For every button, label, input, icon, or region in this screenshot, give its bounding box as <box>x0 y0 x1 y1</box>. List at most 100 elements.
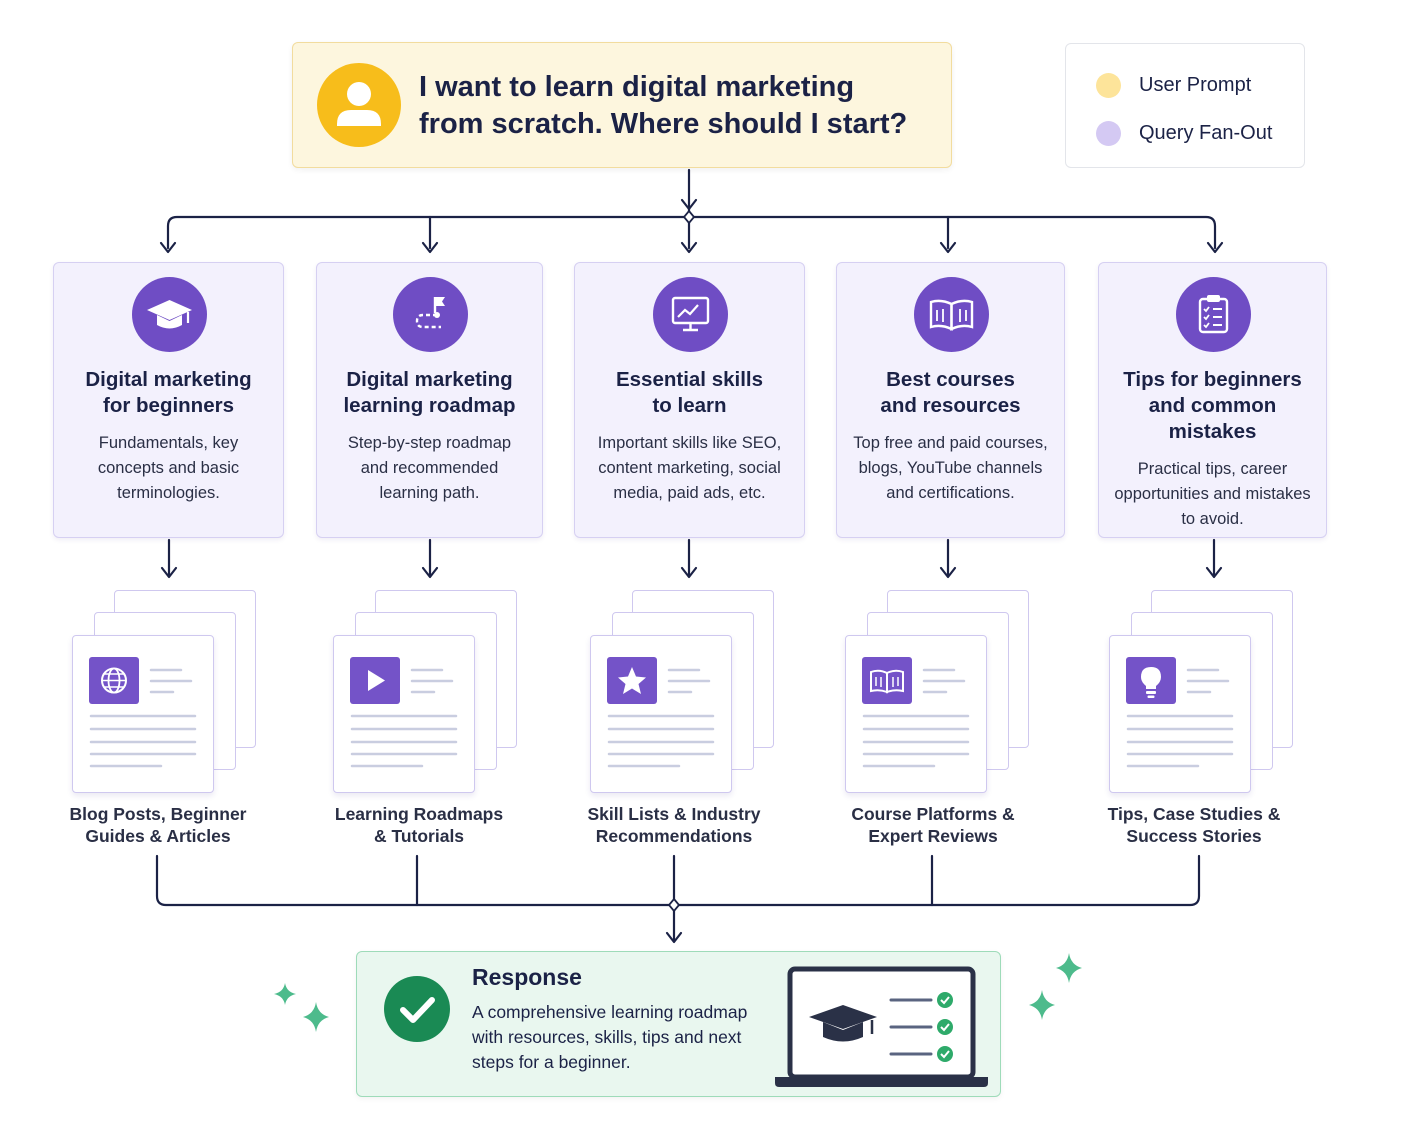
card-title-line: Tips for beginners <box>1123 368 1302 391</box>
doc-text-lines <box>350 668 458 768</box>
doc-sheet-front <box>845 635 987 793</box>
doc-sheet-front <box>72 635 214 793</box>
graduation-cap-icon <box>131 277 207 352</box>
source-label-line: Course Platforms & <box>851 804 1015 824</box>
fanout-card-tips: Tips for beginners and common mistakes P… <box>1098 262 1327 538</box>
fanout-card-roadmap: Digital marketing learning roadmap Step-… <box>316 262 543 538</box>
card-desc-line: Fundamentals, key <box>98 434 239 452</box>
sparkle-icon <box>274 983 329 1032</box>
source-docs-articles <box>72 590 257 795</box>
doc-sheet-front <box>333 635 475 793</box>
response-desc-line: steps for a beginner. <box>472 1052 631 1072</box>
doc-sheet-front <box>1109 635 1251 793</box>
card-description: Step-by-step roadmap and recommended lea… <box>327 431 532 506</box>
legend-item-query-fan-out: Query Fan-Out <box>1096 118 1272 148</box>
source-label-line: Skill Lists & Industry <box>587 804 761 824</box>
card-title: Digital marketing for beginners <box>62 367 275 419</box>
card-title-line: to learn <box>652 394 727 417</box>
doc-text-lines <box>607 668 715 768</box>
card-desc-line: Practical tips, career <box>1137 460 1288 478</box>
fanout-card-skills: Essential skills to learn Important skil… <box>574 262 805 538</box>
laptop-checklist-icon <box>775 966 988 1087</box>
doc-text-lines <box>862 668 970 768</box>
legend-swatch-purple <box>1096 120 1121 146</box>
user-prompt-box: I want to learn digital marketing from s… <box>292 42 952 168</box>
card-description: Fundamentals, key concepts and basic ter… <box>64 431 273 506</box>
legend-swatch-yellow <box>1096 72 1121 98</box>
card-title-line: and resources <box>880 394 1021 417</box>
source-label-line: Recommendations <box>595 826 753 846</box>
card-title-line: Digital marketing <box>346 368 513 391</box>
source-label-line: Learning Roadmaps <box>334 804 504 824</box>
card-title-line: mistakes <box>1168 420 1257 443</box>
response-title: Response <box>472 964 582 990</box>
response-description: A comprehensive learning roadmap with re… <box>472 1000 782 1075</box>
card-title: Essential skills to learn <box>583 367 796 419</box>
card-description: Important skills like SEO, content marke… <box>585 431 794 506</box>
globe-icon <box>89 657 139 704</box>
response-desc-line: with resources, skills, tips and next <box>472 1027 742 1047</box>
source-label-line: Success Stories <box>1126 826 1262 846</box>
card-title-line: Digital marketing <box>85 368 252 391</box>
source-docs-tutorials <box>333 590 518 795</box>
source-label-line: & Tutorials <box>373 826 465 846</box>
card-title: Digital marketing learning roadmap <box>325 367 534 419</box>
card-desc-line: and certifications. <box>886 484 1015 502</box>
legend-label: Query Fan-Out <box>1139 121 1273 144</box>
card-title-line: for beginners <box>103 394 234 417</box>
source-label: Learning Roadmaps & Tutorials <box>289 803 549 847</box>
source-docs-case-studies <box>1109 590 1294 795</box>
star-icon <box>607 657 657 704</box>
doc-text-lines <box>1126 668 1234 768</box>
card-desc-line: to avoid. <box>1181 510 1244 528</box>
response-box: Response A comprehensive learning roadma… <box>356 951 1001 1097</box>
open-book-icon <box>913 277 989 352</box>
lightbulb-icon <box>1126 657 1176 704</box>
user-avatar-icon <box>317 63 401 147</box>
doc-text-lines <box>89 668 197 768</box>
doc-sheet-front <box>590 635 732 793</box>
source-label-line: Expert Reviews <box>868 826 998 846</box>
clipboard-checklist-icon <box>1175 277 1251 352</box>
card-description: Top free and paid courses, blogs, YouTub… <box>847 431 1054 506</box>
source-label: Skill Lists & Industry Recommendations <box>544 803 804 847</box>
card-desc-line: blogs, YouTube channels <box>858 459 1043 477</box>
prompt-line: from scratch. Where should I start? <box>419 108 908 140</box>
sparkle-icon <box>1029 953 1082 1020</box>
card-desc-line: content marketing, social <box>598 459 781 477</box>
checkmark-icon <box>384 976 450 1042</box>
source-label: Course Platforms & Expert Reviews <box>803 803 1063 847</box>
card-title: Best courses and resources <box>845 367 1056 419</box>
book-icon <box>862 657 912 704</box>
card-desc-line: and recommended <box>360 459 499 477</box>
source-label: Tips, Case Studies & Success Stories <box>1064 803 1324 847</box>
source-docs-recommendations <box>590 590 775 795</box>
response-desc-line: A comprehensive learning roadmap <box>472 1002 748 1022</box>
card-desc-line: terminologies. <box>117 484 220 502</box>
source-label: Blog Posts, Beginner Guides & Articles <box>28 803 288 847</box>
legend-item-user-prompt: User Prompt <box>1096 70 1251 100</box>
monitor-chart-icon <box>652 277 728 352</box>
source-docs-reviews <box>845 590 1030 795</box>
card-desc-line: media, paid ads, etc. <box>613 484 766 502</box>
play-icon <box>350 657 400 704</box>
card-desc-line: Top free and paid courses, <box>853 434 1048 452</box>
card-desc-line: Step-by-step roadmap <box>347 434 512 452</box>
user-prompt-text: I want to learn digital marketing from s… <box>419 69 939 143</box>
source-label-line: Blog Posts, Beginner <box>69 804 247 824</box>
card-description: Practical tips, career opportunities and… <box>1109 457 1316 532</box>
fanout-card-courses: Best courses and resources Top free and … <box>836 262 1065 538</box>
source-label-line: Guides & Articles <box>85 826 231 846</box>
card-title: Tips for beginners and common mistakes <box>1107 367 1318 445</box>
card-title-line: Essential skills <box>615 368 763 391</box>
card-desc-line: concepts and basic <box>97 459 240 477</box>
prompt-line: I want to learn digital marketing <box>419 71 855 103</box>
flag-path-icon <box>392 277 468 352</box>
card-title-line: Best courses <box>886 368 1015 391</box>
card-desc-line: opportunities and mistakes <box>1114 485 1311 503</box>
fanout-card-beginners: Digital marketing for beginners Fundamen… <box>53 262 284 538</box>
card-desc-line: Important skills like SEO, <box>597 434 782 452</box>
source-label-line: Tips, Case Studies & <box>1107 804 1281 824</box>
card-title-line: and common <box>1148 394 1277 417</box>
card-desc-line: learning path. <box>379 484 480 502</box>
